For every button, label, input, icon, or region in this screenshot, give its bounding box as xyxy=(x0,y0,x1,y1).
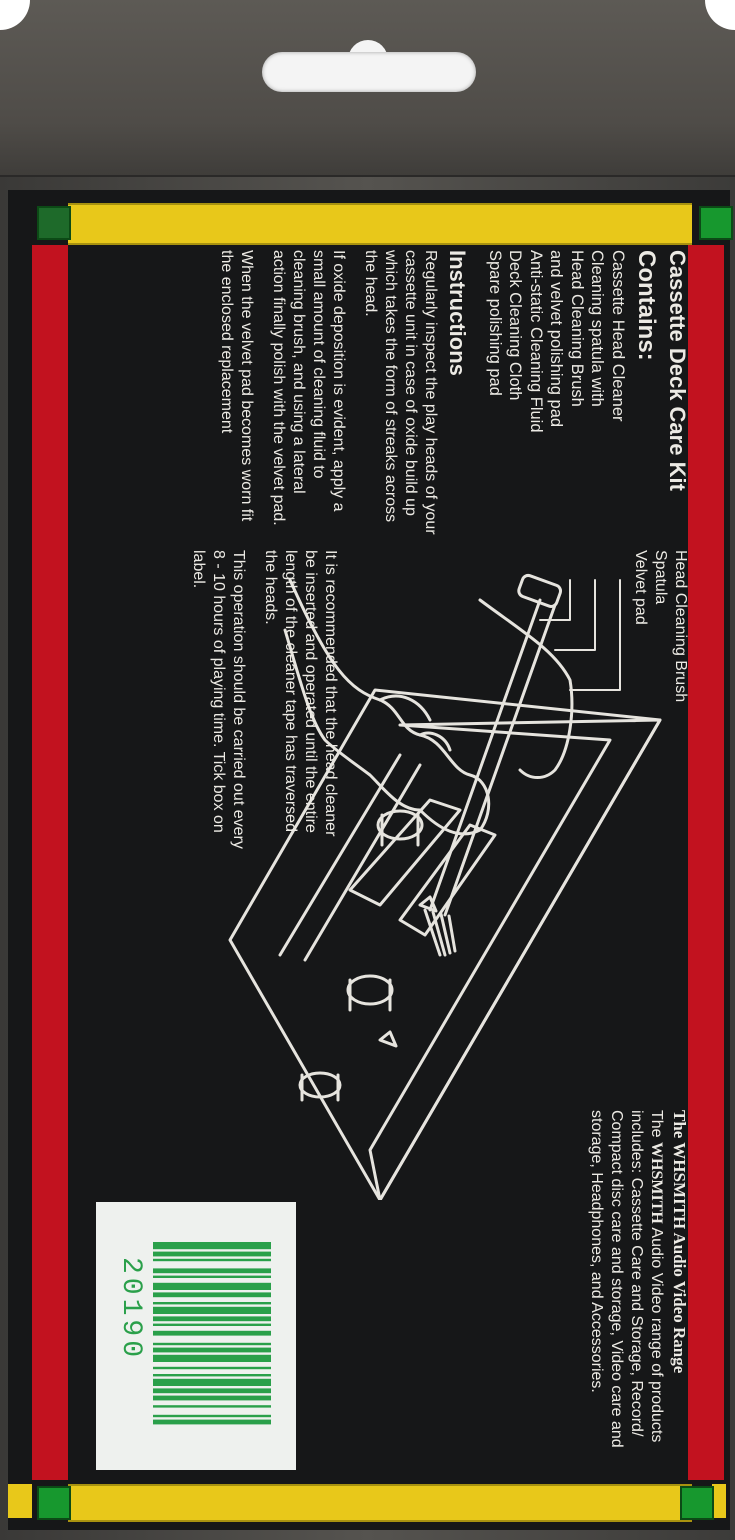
brush-label: Head Cleaning Brush xyxy=(672,550,689,703)
instructions-column: Instructions Regularly inspect the play … xyxy=(204,250,470,540)
contains-list: Cassette Head Cleaner Cleaning spatula w… xyxy=(485,250,629,540)
instruction-paragraph: If oxide deposition is evident, apply a … xyxy=(270,250,347,526)
list-item: and velvet polishing pad xyxy=(547,250,566,428)
yellow-edge-left xyxy=(8,1484,32,1518)
recommendation-paragraph: This operation should be carried out eve… xyxy=(190,550,247,849)
instructions-heading: Instructions xyxy=(445,250,470,376)
barcode-bar xyxy=(153,1378,271,1387)
knob xyxy=(346,974,394,1006)
barcode-bar xyxy=(153,1405,271,1408)
barcode-bar xyxy=(153,1251,271,1257)
barcode-bars xyxy=(153,1242,271,1425)
knob xyxy=(376,809,424,841)
hang-hole xyxy=(262,52,476,92)
instruction-paragraph: When the velvet pad becomes worn fit the… xyxy=(218,250,255,522)
barcode-rotated: 20190 xyxy=(96,1202,296,1470)
barcode-bar xyxy=(153,1330,271,1336)
red-stripe-left xyxy=(32,245,68,1480)
list-item: Deck Cleaning Cloth xyxy=(506,250,525,401)
barcode-bar xyxy=(153,1316,271,1322)
range-body: The WHSMITH Audio Video range of product… xyxy=(586,1110,666,1450)
barcode-bar xyxy=(153,1258,271,1262)
barcode-bar xyxy=(153,1374,271,1377)
brush-handle xyxy=(428,598,557,917)
hanger-tab xyxy=(0,0,735,177)
barcode-label: 20190 xyxy=(96,1202,296,1470)
contents-column: Cassette Deck Care Kit Contains: Cassett… xyxy=(467,250,690,540)
barcode-bar xyxy=(153,1268,271,1274)
range-heading: The WHSMITH Audio Video Range xyxy=(670,1110,689,1374)
green-corner-square xyxy=(37,1486,71,1520)
range-intro: The xyxy=(648,1110,665,1138)
barcode-bar xyxy=(153,1242,271,1250)
instruction-paragraph: Regularly inspect the play heads of your… xyxy=(362,250,439,535)
recommendation-paragraph: It is recommended that the head cleaner … xyxy=(262,550,339,837)
green-corner-square xyxy=(680,1486,714,1520)
barcode-bar xyxy=(153,1366,271,1370)
barcode-bar xyxy=(153,1395,271,1401)
barcode-bar xyxy=(153,1302,271,1305)
recommendation-column: It is recommended that the head cleaner … xyxy=(176,550,340,850)
illustration-labels: Head Cleaning Brush Spatula Velvet pad xyxy=(630,550,690,702)
barcode-bar xyxy=(153,1342,271,1346)
barcode-number: 20190 xyxy=(115,1257,146,1362)
red-stripe-right xyxy=(688,245,724,1480)
barcode-bar xyxy=(153,1354,271,1363)
brush-bristles xyxy=(423,908,457,957)
barcode-bar xyxy=(153,1414,271,1418)
velvet-pad-label: Velvet pad xyxy=(632,550,649,625)
velvet-pad xyxy=(517,573,563,608)
barcode-bar xyxy=(153,1323,271,1326)
range-brand: WHSMITH xyxy=(648,1142,665,1224)
barcode-bar xyxy=(153,1275,271,1278)
list-item: Head Cleaning Brush xyxy=(568,250,586,407)
green-corner-square xyxy=(699,206,733,240)
barcode-bar xyxy=(153,1306,271,1315)
contains-heading: Contains: xyxy=(633,250,660,361)
green-corner-square xyxy=(37,206,71,240)
barcode-bar xyxy=(153,1347,271,1353)
list-item: Spare polishing pad xyxy=(486,250,504,396)
spatula-label: Spatula xyxy=(652,550,669,605)
range-column: The WHSMITH Audio Video Range The WHSMIT… xyxy=(586,1110,690,1450)
yellow-stripe-bottom xyxy=(68,1484,692,1522)
list-item: Cassette Head Cleaner xyxy=(609,250,627,422)
kit-title: Cassette Deck Care Kit xyxy=(665,250,690,491)
yellow-stripe-top xyxy=(68,203,692,245)
cleaning-illustration xyxy=(228,573,662,1200)
yellow-edge-right xyxy=(712,1484,726,1518)
barcode-bar xyxy=(153,1419,271,1425)
list-item: Anti-static Cleaning Fluid xyxy=(527,250,545,433)
barcode-bar xyxy=(153,1388,271,1394)
deck-lid xyxy=(368,718,662,1200)
knob xyxy=(298,1071,342,1099)
list-item: Cleaning spatula with xyxy=(588,250,607,407)
barcode-bar xyxy=(153,1282,271,1290)
barcode-bar xyxy=(153,1292,271,1298)
head-assembly xyxy=(348,798,462,907)
